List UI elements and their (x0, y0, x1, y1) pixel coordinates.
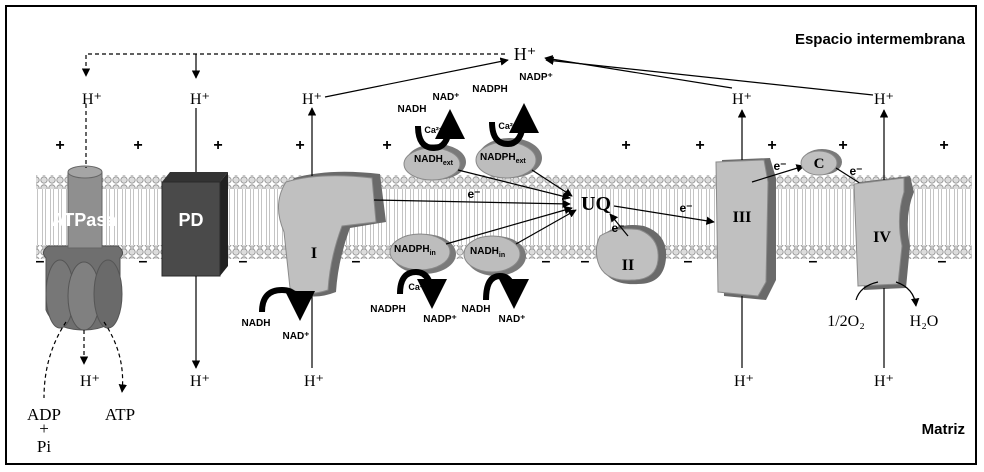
proton-label: H⁺ (80, 373, 100, 390)
nadh-label: NADH (462, 304, 491, 315)
electron-label: e⁻ (773, 159, 786, 173)
calcium-label: Ca²⁺ (408, 282, 428, 292)
nadph-label: NADPH (370, 304, 406, 315)
cytochrome-c: C (801, 149, 842, 175)
nadph-label: NADPH (472, 84, 508, 95)
external-calcium-labels: Ca²⁺ Ca²⁺ (424, 121, 518, 135)
pi-label: Pi (37, 437, 51, 456)
minus-sign: – (809, 253, 818, 270)
cytochrome-c-label: C (814, 156, 825, 172)
proton-pumping-arrows (325, 58, 873, 97)
plus-sign: + (838, 137, 847, 154)
minus-sign: – (239, 253, 248, 270)
proton-label: H⁺ (734, 373, 754, 390)
plus-sign: + (213, 137, 222, 154)
proton-label: H⁺ (874, 373, 894, 390)
water-label: H₂O (910, 313, 939, 330)
plus-label: + (39, 419, 49, 438)
plus-sign: + (767, 137, 776, 154)
minus-sign: – (352, 253, 361, 270)
half-oxygen-label: 1/2O₂ (827, 313, 865, 330)
plus-sign: + (133, 137, 142, 154)
nadp-plus-label: NADP⁺ (423, 314, 457, 325)
electron-label: e⁻ (467, 187, 480, 201)
complex-three-label: III (733, 209, 752, 226)
minus-sign: – (542, 253, 551, 270)
complex-four: IV (854, 176, 914, 290)
plus-sign: + (295, 137, 304, 154)
minus-sign: – (36, 253, 45, 270)
proton-label: H⁺ (304, 373, 324, 390)
proton-return-arrows (86, 54, 505, 78)
minus-sign: – (139, 253, 148, 270)
complex-two: II (596, 225, 666, 284)
plus-sign: + (621, 137, 630, 154)
matrix-label: Matriz (922, 421, 965, 438)
ubiquinone-label: UQ (581, 193, 611, 215)
proton-label: H⁺ (82, 91, 102, 108)
electron-label: e⁻ (611, 221, 624, 235)
complex-one-nadh-arrow (262, 290, 300, 312)
calcium-label: Ca²⁺ (498, 121, 518, 131)
proton-pool-label: H⁺ (514, 44, 537, 64)
pd-label: PD (178, 210, 203, 230)
internal-calcium-labels: Ca²⁺ (408, 282, 428, 292)
proton-label: H⁺ (874, 91, 894, 108)
plus-sign: + (55, 137, 64, 154)
electron-label: e⁻ (679, 201, 692, 215)
nadph-in-dehydrogenase: NADPHin (390, 234, 456, 274)
proton-label: H⁺ (732, 91, 752, 108)
nad-plus-label: NAD⁺ (433, 92, 460, 103)
internal-substrate-labels: NADPH NADP⁺ NADH NAD⁺ (370, 304, 525, 325)
atpase-label: ATPasa (52, 210, 118, 230)
pd-complex: PD (162, 172, 228, 276)
plus-sign: + (382, 137, 391, 154)
nad-plus-label: NAD⁺ (283, 331, 310, 342)
electron-label: e⁻ (849, 164, 862, 178)
nad-plus-label: NAD⁺ (499, 314, 526, 325)
complex-one-label: I (311, 245, 317, 262)
proton-label: H⁺ (190, 91, 210, 108)
minus-sign: – (684, 253, 693, 270)
proton-label: H⁺ (302, 91, 322, 108)
complex-one-substrates: NADH NAD⁺ (242, 318, 310, 342)
minus-sign: – (581, 253, 590, 270)
nadh-label: NADH (242, 318, 271, 329)
complex-four-label: IV (873, 229, 891, 246)
intermembrane-space-label: Espacio intermembrana (795, 31, 966, 48)
atp-label: ATP (105, 405, 135, 424)
internal-nadh-arrow (486, 276, 514, 300)
plus-sign: + (695, 137, 704, 154)
complex-three: III (716, 158, 776, 300)
proton-label: H⁺ (190, 373, 210, 390)
minus-sign: – (938, 253, 947, 270)
plus-sign: + (939, 137, 948, 154)
nadh-label: NADH (398, 104, 427, 115)
external-substrate-labels: NADH NAD⁺ NADPH NADP⁺ (398, 72, 553, 115)
complex-two-label: II (622, 257, 634, 274)
atp-synthesis-labels: ADP + Pi ATP (27, 405, 135, 456)
calcium-label: Ca²⁺ (424, 125, 444, 135)
nadh-in-dehydrogenase: NADHin (464, 236, 526, 276)
nadp-plus-label: NADP⁺ (519, 72, 553, 83)
